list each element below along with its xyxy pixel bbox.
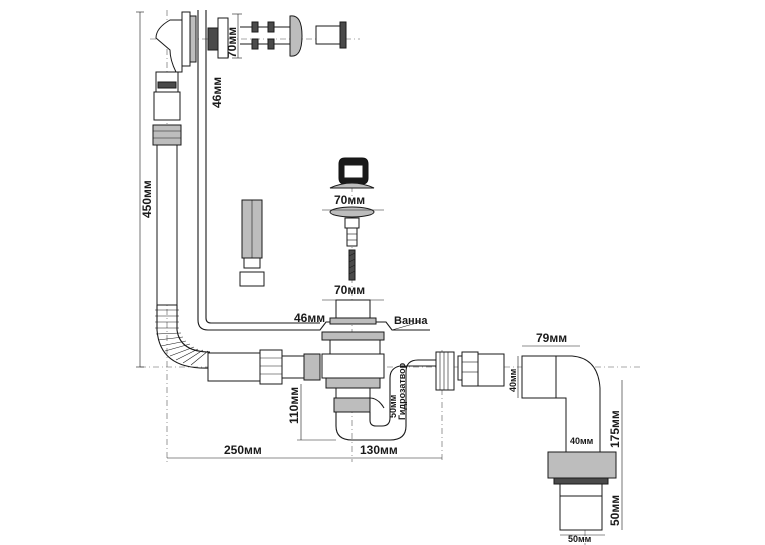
- dim-water-seal: 50мм: [388, 394, 398, 418]
- label-bath: Ванна: [394, 315, 428, 327]
- spare-parts: [239, 199, 265, 287]
- dim-outlet-height: 50мм: [608, 495, 622, 526]
- dim-drain-diameter: 70мм: [334, 283, 365, 297]
- dimension-lines: [136, 11, 623, 536]
- dim-elbow-inlet: 40мм: [508, 368, 518, 392]
- dim-trap-height: 110мм: [287, 387, 301, 424]
- plug-assembly: [329, 157, 375, 281]
- dim-outlet-diameter: 50мм: [568, 534, 592, 544]
- dim-elbow-outlet: 40мм: [570, 436, 594, 446]
- drain-trap: [321, 299, 505, 441]
- dim-overflow-height: 450мм: [140, 180, 154, 218]
- dim-elbow-height: 175мм: [608, 410, 622, 448]
- label-water-seal: Гидрозатвор: [397, 362, 407, 420]
- elbow-assembly: [521, 355, 617, 531]
- dim-overflow-distance: 250мм: [224, 443, 262, 457]
- dim-drain-thickness: 46мм: [294, 311, 325, 325]
- dim-overflow-diameter: 70мм: [225, 27, 239, 58]
- overflow-assembly: [152, 11, 347, 369]
- dim-plug-diameter: 70мм: [334, 193, 365, 207]
- horizontal-pipe: [207, 349, 321, 385]
- dim-trap-length: 130мм: [360, 443, 398, 457]
- dim-wall-thickness: 46мм: [210, 77, 224, 108]
- dim-elbow-length: 79мм: [536, 331, 567, 345]
